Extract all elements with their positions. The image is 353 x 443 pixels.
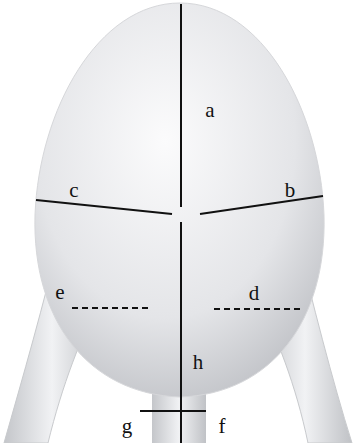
part-letter: h [191,351,206,374]
dashed-line [72,307,152,309]
egg-body [35,3,324,397]
part-letter: d [247,282,262,305]
measure-lines [36,4,323,443]
part-letter: a [203,99,216,122]
axis-line [180,222,182,443]
part-letter: g [120,415,135,438]
dashed-line [214,308,300,310]
part-letter: e [53,281,66,304]
part-letter: b [283,179,298,202]
width-line [140,410,206,412]
radius-line [200,196,323,214]
radius-line [36,200,172,214]
axis-line [180,4,182,207]
part-letter: f [217,415,228,438]
part-letter: c [67,179,80,202]
